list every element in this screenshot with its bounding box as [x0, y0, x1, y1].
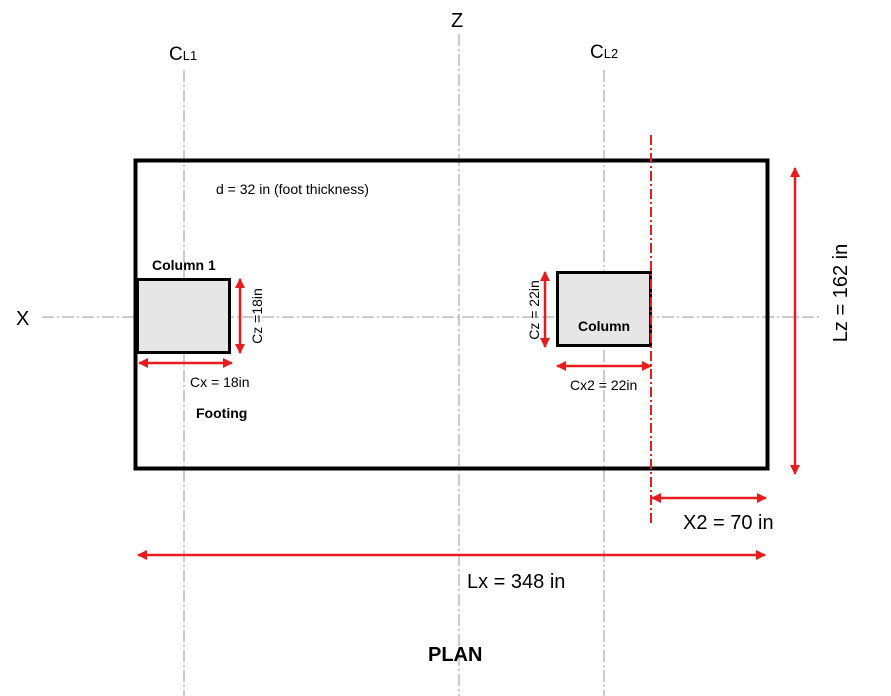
column2-cz-label: Cz = 22in: [526, 280, 542, 340]
axis-z-label: Z: [451, 10, 463, 32]
axis-x-label: X: [16, 308, 29, 330]
centerline-cl2-label: CL2: [590, 42, 618, 63]
x2-label: X2 = 70 in: [683, 512, 774, 534]
column1-label: Column 1: [152, 257, 216, 273]
column2-cx-label: Cx2 = 22in: [570, 377, 637, 393]
column-1: [136, 278, 231, 354]
centerline-cl1-label: CL1: [169, 44, 197, 65]
plan-caption: PLAN: [428, 644, 482, 666]
footing-label: Footing: [196, 405, 247, 421]
lz-label: Lz = 162 in: [830, 244, 852, 342]
column1-cx-label: Cx = 18in: [190, 374, 250, 390]
thickness-note: d = 32 in (foot thickness): [216, 181, 369, 197]
column1-cz-label: Cz =18in: [249, 288, 265, 344]
lx-label: Lx = 348 in: [467, 571, 565, 593]
column-2: [556, 271, 652, 347]
column2-label: Column: [578, 318, 630, 334]
footing-outline: [133, 158, 770, 471]
